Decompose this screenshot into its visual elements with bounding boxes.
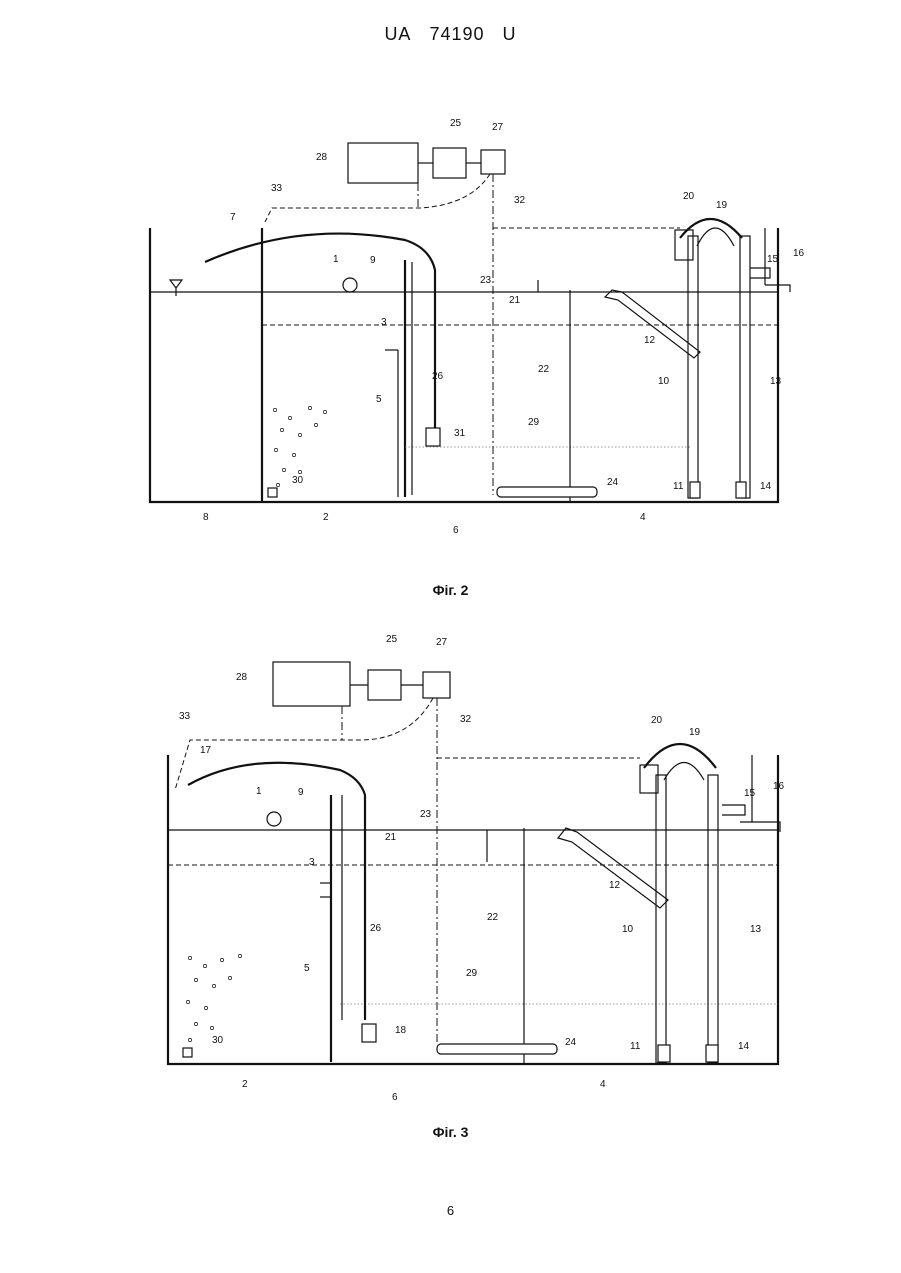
fig3-label-24: 24 — [565, 1037, 577, 1048]
fig3-label-33: 33 — [179, 711, 191, 722]
fig2-label-19: 19 — [716, 200, 728, 211]
fig2-label-26: 26 — [432, 371, 444, 382]
fig3-label-25: 25 — [386, 634, 398, 645]
fig3-label-18: 18 — [395, 1025, 407, 1036]
fig3-label-32: 32 — [460, 714, 472, 725]
fig3-label-2: 2 — [242, 1079, 248, 1090]
fig2-label-3: 3 — [381, 317, 387, 328]
fig3-label-19: 19 — [689, 727, 701, 738]
fig2-label-12: 12 — [644, 335, 656, 346]
fig3-label-26: 26 — [370, 923, 382, 934]
fig2-label-33: 33 — [271, 183, 283, 194]
fig2-label-11: 11 — [673, 481, 684, 492]
fig3-label-4: 4 — [600, 1079, 606, 1090]
fig2-label-29: 29 — [528, 417, 540, 428]
fig2-label-30: 30 — [292, 475, 304, 486]
fig2-label-13: 13 — [770, 376, 782, 387]
fig2-label-6: 6 — [453, 525, 459, 536]
fig3-label-6: 6 — [392, 1092, 398, 1103]
fig3-label-29: 29 — [466, 968, 478, 979]
fig3-label-10: 10 — [622, 924, 634, 935]
fig3-label-3: 3 — [309, 857, 315, 868]
fig3-label-16: 16 — [773, 781, 785, 792]
fig2-label-22: 22 — [538, 364, 550, 375]
fig3-label-20: 20 — [651, 715, 663, 726]
fig2-label-21: 21 — [509, 295, 521, 306]
fig3-label-12: 12 — [609, 880, 621, 891]
fig3-label-13: 13 — [750, 924, 762, 935]
figure-2-caption: Фіг. 2 — [0, 582, 901, 598]
fig2-label-28: 28 — [316, 152, 328, 163]
fig2-label-10: 10 — [658, 376, 670, 387]
fig3-label-30: 30 — [212, 1035, 224, 1046]
figure-3-labels: 1 2 3 4 5 6 9 10 11 12 13 14 15 16 17 18… — [0, 600, 901, 1120]
figure-2-labels: 1 2 3 4 5 6 7 8 9 10 11 12 13 14 15 16 1… — [0, 0, 901, 560]
figure-3-caption: Фіг. 3 — [0, 1124, 901, 1140]
fig3-label-23: 23 — [420, 809, 432, 820]
fig2-label-16: 16 — [793, 248, 805, 259]
fig2-label-20: 20 — [683, 191, 695, 202]
page-number: 6 — [0, 1203, 901, 1218]
fig2-label-1: 1 — [333, 254, 339, 265]
fig3-label-5: 5 — [304, 963, 310, 974]
fig2-label-25: 25 — [450, 118, 462, 129]
fig3-label-9: 9 — [298, 787, 304, 798]
fig3-label-1: 1 — [256, 786, 262, 797]
fig3-label-21: 21 — [385, 832, 397, 843]
fig2-label-31: 31 — [454, 428, 466, 439]
fig2-label-27: 27 — [492, 122, 504, 133]
fig3-label-22: 22 — [487, 912, 499, 923]
fig2-label-8: 8 — [203, 512, 209, 523]
fig2-label-5: 5 — [376, 394, 382, 405]
fig3-label-15: 15 — [744, 788, 756, 799]
fig2-label-14: 14 — [760, 481, 772, 492]
fig3-label-17: 17 — [200, 745, 212, 756]
fig2-label-15: 15 — [767, 254, 779, 265]
fig2-label-32: 32 — [514, 195, 526, 206]
fig2-label-4: 4 — [640, 512, 646, 523]
fig2-label-7: 7 — [230, 212, 236, 223]
fig3-label-28: 28 — [236, 672, 248, 683]
fig2-label-9: 9 — [370, 255, 376, 266]
fig3-label-11: 11 — [630, 1041, 641, 1052]
fig3-label-27: 27 — [436, 637, 448, 648]
fig2-label-23: 23 — [480, 275, 492, 286]
fig2-label-24: 24 — [607, 477, 619, 488]
fig3-label-14: 14 — [738, 1041, 750, 1052]
fig2-label-2: 2 — [323, 512, 329, 523]
